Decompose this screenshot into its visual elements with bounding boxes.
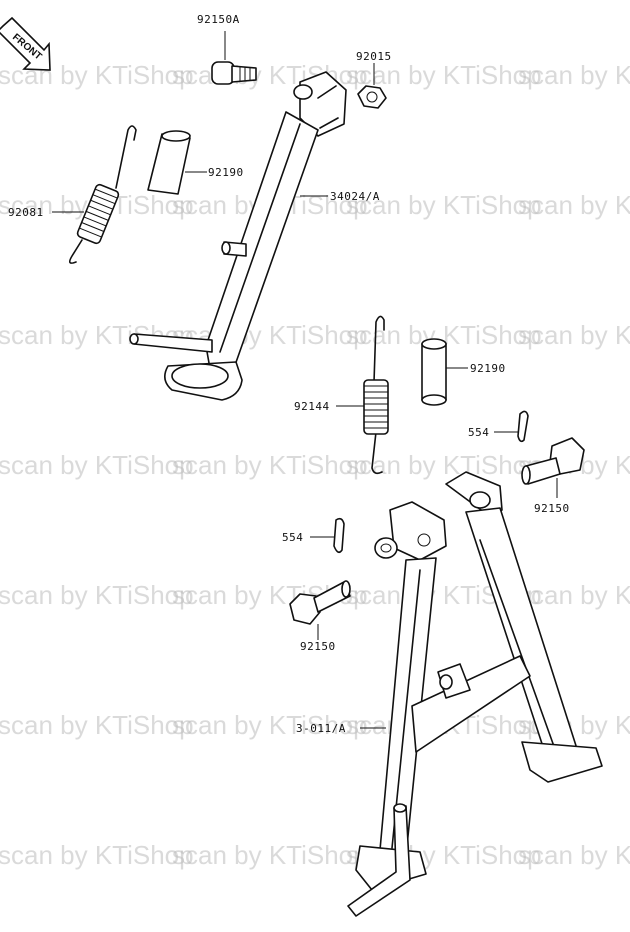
part-label-92144: 92144: [294, 400, 330, 413]
part-label-92190-mid: 92190: [470, 362, 506, 375]
part-label-92190-top: 92190: [208, 166, 244, 179]
watermark: scan by KTiShop: [0, 840, 194, 870]
collar-92190-icon: [147, 130, 191, 195]
part-label-92081: 92081: [8, 206, 44, 219]
watermark: scan by KTiShop: [346, 190, 542, 220]
part-label-92150-right: 92150: [534, 502, 570, 515]
watermark: scan by KTiShop: [518, 190, 630, 220]
bolt-92150-right-icon: [521, 437, 585, 485]
watermark: scan by KTiShop: [0, 450, 194, 480]
watermark: scan by KTiShop: [172, 450, 368, 480]
watermark: scan by KTiShop: [0, 710, 194, 740]
watermark: scan by KTiShop: [346, 450, 542, 480]
watermark: scan by KTiShop: [518, 320, 630, 350]
part-label-92015: 92015: [356, 50, 392, 63]
nut-92015-icon: [357, 85, 387, 109]
spring-92144-icon: [363, 315, 389, 475]
part-label-92150a: 92150A: [197, 13, 240, 26]
watermark: scan by KTiShop: [0, 580, 194, 610]
bolt-92150a-icon: [211, 61, 257, 85]
center-stand-3011a-icon: [347, 471, 603, 917]
cotter-pin-554-right-icon: [517, 410, 529, 443]
watermark: scan by KTiShop: [518, 840, 630, 870]
part-label-3011a: 3-011/A: [296, 722, 346, 735]
part-label-92150-left: 92150: [300, 640, 336, 653]
side-stand-34024a-icon: [129, 71, 347, 401]
watermark: scan by KTiShop: [518, 580, 630, 610]
watermark: scan by KTiShop: [518, 60, 630, 90]
watermark: scan by KTiShop: [346, 60, 542, 90]
part-label-34024a: 34024/A: [330, 190, 380, 203]
part-label-554-left: 554: [282, 531, 303, 544]
watermark: scan by KTiShop: [172, 840, 368, 870]
part-label-554-right: 554: [468, 426, 489, 439]
bolt-92150-left-icon: [289, 580, 351, 625]
cotter-pin-554-left-icon: [333, 517, 345, 554]
collar-92190-mid-icon: [421, 338, 447, 406]
watermark: scan by KTiShop: [172, 710, 368, 740]
spring-92081-icon: [68, 125, 137, 264]
